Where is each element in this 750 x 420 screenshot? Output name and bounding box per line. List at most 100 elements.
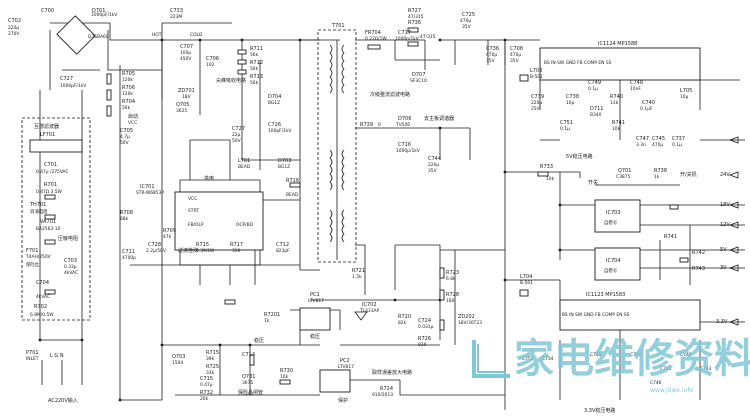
label-c706: C706: [206, 56, 219, 62]
label-pc2-value: LTV817: [338, 364, 354, 370]
label-c714: C714: [242, 352, 255, 358]
label-r720: R720: [398, 314, 411, 320]
label-c740-value: 0.1μF: [640, 106, 653, 112]
label-c754: C754: [542, 356, 554, 362]
label-overcurrent: 过流检测: [178, 247, 198, 254]
ic704-box: [594, 247, 641, 281]
label-c739-v2: 25V: [531, 106, 540, 112]
label-c740: C740: [642, 100, 655, 106]
label-va701-value: BA2563-10: [36, 226, 61, 232]
label-r732-value: 20k: [200, 396, 209, 402]
label-c737: C737: [672, 136, 685, 142]
label-ic1123-pins: BS IN SW GND FB COMP EN SS: [562, 312, 630, 318]
label-c747: C747: [636, 136, 649, 142]
label-c748: C748: [630, 80, 643, 86]
label-c739-v1: 220μ: [531, 100, 542, 106]
label-l701-value: BEAD: [238, 164, 251, 170]
label-c724: C724: [418, 318, 431, 324]
label-pin-ocp: OCP/BD: [236, 222, 254, 228]
label-cold: COLD: [190, 32, 203, 38]
label-r704-value: 56k: [122, 105, 131, 111]
label-c707-v1: 100μ: [180, 50, 191, 56]
label-c745: C745: [652, 136, 665, 142]
label-va701: VA701: [40, 219, 56, 225]
label-d706-value: TV506: [395, 122, 410, 128]
label-c717: C717: [398, 30, 411, 36]
label-r716-value: BEAD: [286, 192, 299, 198]
ic701-box: [174, 191, 264, 251]
label-c704-value: 4kVAC: [36, 294, 50, 300]
label-r720-value: 82k: [398, 320, 407, 326]
label-r741b: R741: [664, 234, 677, 240]
label-r723: R723: [446, 270, 459, 276]
label-c707: C707: [180, 44, 193, 50]
label-c751: C751: [560, 120, 573, 126]
label-zd202: ZD202: [458, 314, 475, 320]
label-ic703-text: 自稳号: [604, 219, 618, 226]
label-c712-value: 823pF: [276, 248, 290, 254]
label-c736: C736: [486, 46, 499, 52]
opto-pc2-box: [319, 369, 351, 393]
label-c736-v2: 35V: [486, 58, 495, 64]
label-r7201-value: 1k: [264, 318, 270, 324]
label-ac-input: AC220V输入: [48, 397, 78, 404]
label-c716: C716: [398, 142, 411, 148]
label-c727b-v2: 50V: [232, 138, 241, 144]
label-c743: C743: [700, 366, 712, 372]
label-r705-value: 120k: [122, 77, 133, 83]
label-r728-value: 180: [446, 298, 455, 304]
label-c703-v1: 0.33μ: [64, 264, 77, 270]
label-c716-value: 1000p/1kV: [396, 148, 420, 154]
label-c708: C708: [510, 46, 523, 52]
watermark-title: 家电维修资料网: [514, 336, 750, 382]
label-c726: C726: [268, 122, 281, 128]
label-c749-value: 0.1μ: [588, 86, 598, 92]
label-c705: C705: [120, 128, 133, 134]
label-c727: C727: [60, 76, 73, 82]
label-pc1: PC1: [310, 292, 320, 298]
label-q731-value: 3675: [242, 380, 253, 386]
label-open-standby: 开/关机: [680, 171, 697, 178]
label-zd701: ZD701: [178, 88, 195, 94]
label-r7201: R7201: [264, 312, 280, 318]
label-l704: L704: [520, 274, 532, 280]
label-out-33v: 3.3V: [716, 319, 728, 325]
bridge-rectifier-d701: [56, 15, 96, 55]
label-c702-v2: 270V: [8, 31, 19, 37]
label-ic1123: IC1123 MP1583: [586, 292, 625, 298]
label-r739: R739: [360, 122, 373, 128]
label-d707-value: SF3C10: [410, 78, 427, 84]
label-regulate: 稳压: [254, 337, 264, 344]
label-l703: L703: [530, 68, 542, 74]
label-snubber: 尖峰吸收电路: [216, 77, 246, 84]
label-va701-text: 压敏电阻: [58, 235, 78, 242]
label-c725-v2: 35V: [462, 24, 471, 30]
label-ic702: IC702: [362, 302, 377, 308]
label-c744: C744: [428, 156, 441, 162]
label-latch: 保险晶闸管: [238, 389, 263, 396]
label-th701: TH701: [29, 202, 46, 208]
label-c744-v2: 35V: [428, 168, 437, 174]
label-f701: F701: [26, 248, 38, 254]
label-ic1124-pins: BS IN SW GND FB COMP EN SS: [544, 60, 612, 66]
label-ic701-value: STR-W6853P: [136, 190, 164, 196]
label-c737-value: 0.1μ: [672, 142, 682, 148]
ic1124-mp1588-box: [539, 47, 701, 81]
label-r730: R730: [280, 368, 293, 374]
watermark-logo: [472, 340, 510, 378]
label-pin-vcc: VCC: [188, 196, 197, 202]
label-c715-value: 0.47μ: [200, 382, 213, 388]
label-r727-value: 47/315: [408, 14, 424, 20]
label-r713-value: 56k: [250, 80, 259, 86]
label-th701-text: 浪涌电阻: [30, 208, 48, 215]
label-p701-sub: INLET: [26, 356, 39, 362]
label-r736: R736: [408, 20, 421, 26]
label-l703-value: B-501: [530, 74, 543, 80]
label-c745-value: 470μ: [652, 142, 663, 148]
label-out-24v: 24V: [720, 172, 730, 178]
label-c711: C711: [122, 249, 135, 255]
label-r738-value: 1k: [654, 174, 660, 180]
label-r725b-value: 33k: [206, 370, 215, 376]
label-c744-v1: 220μ: [428, 162, 439, 168]
